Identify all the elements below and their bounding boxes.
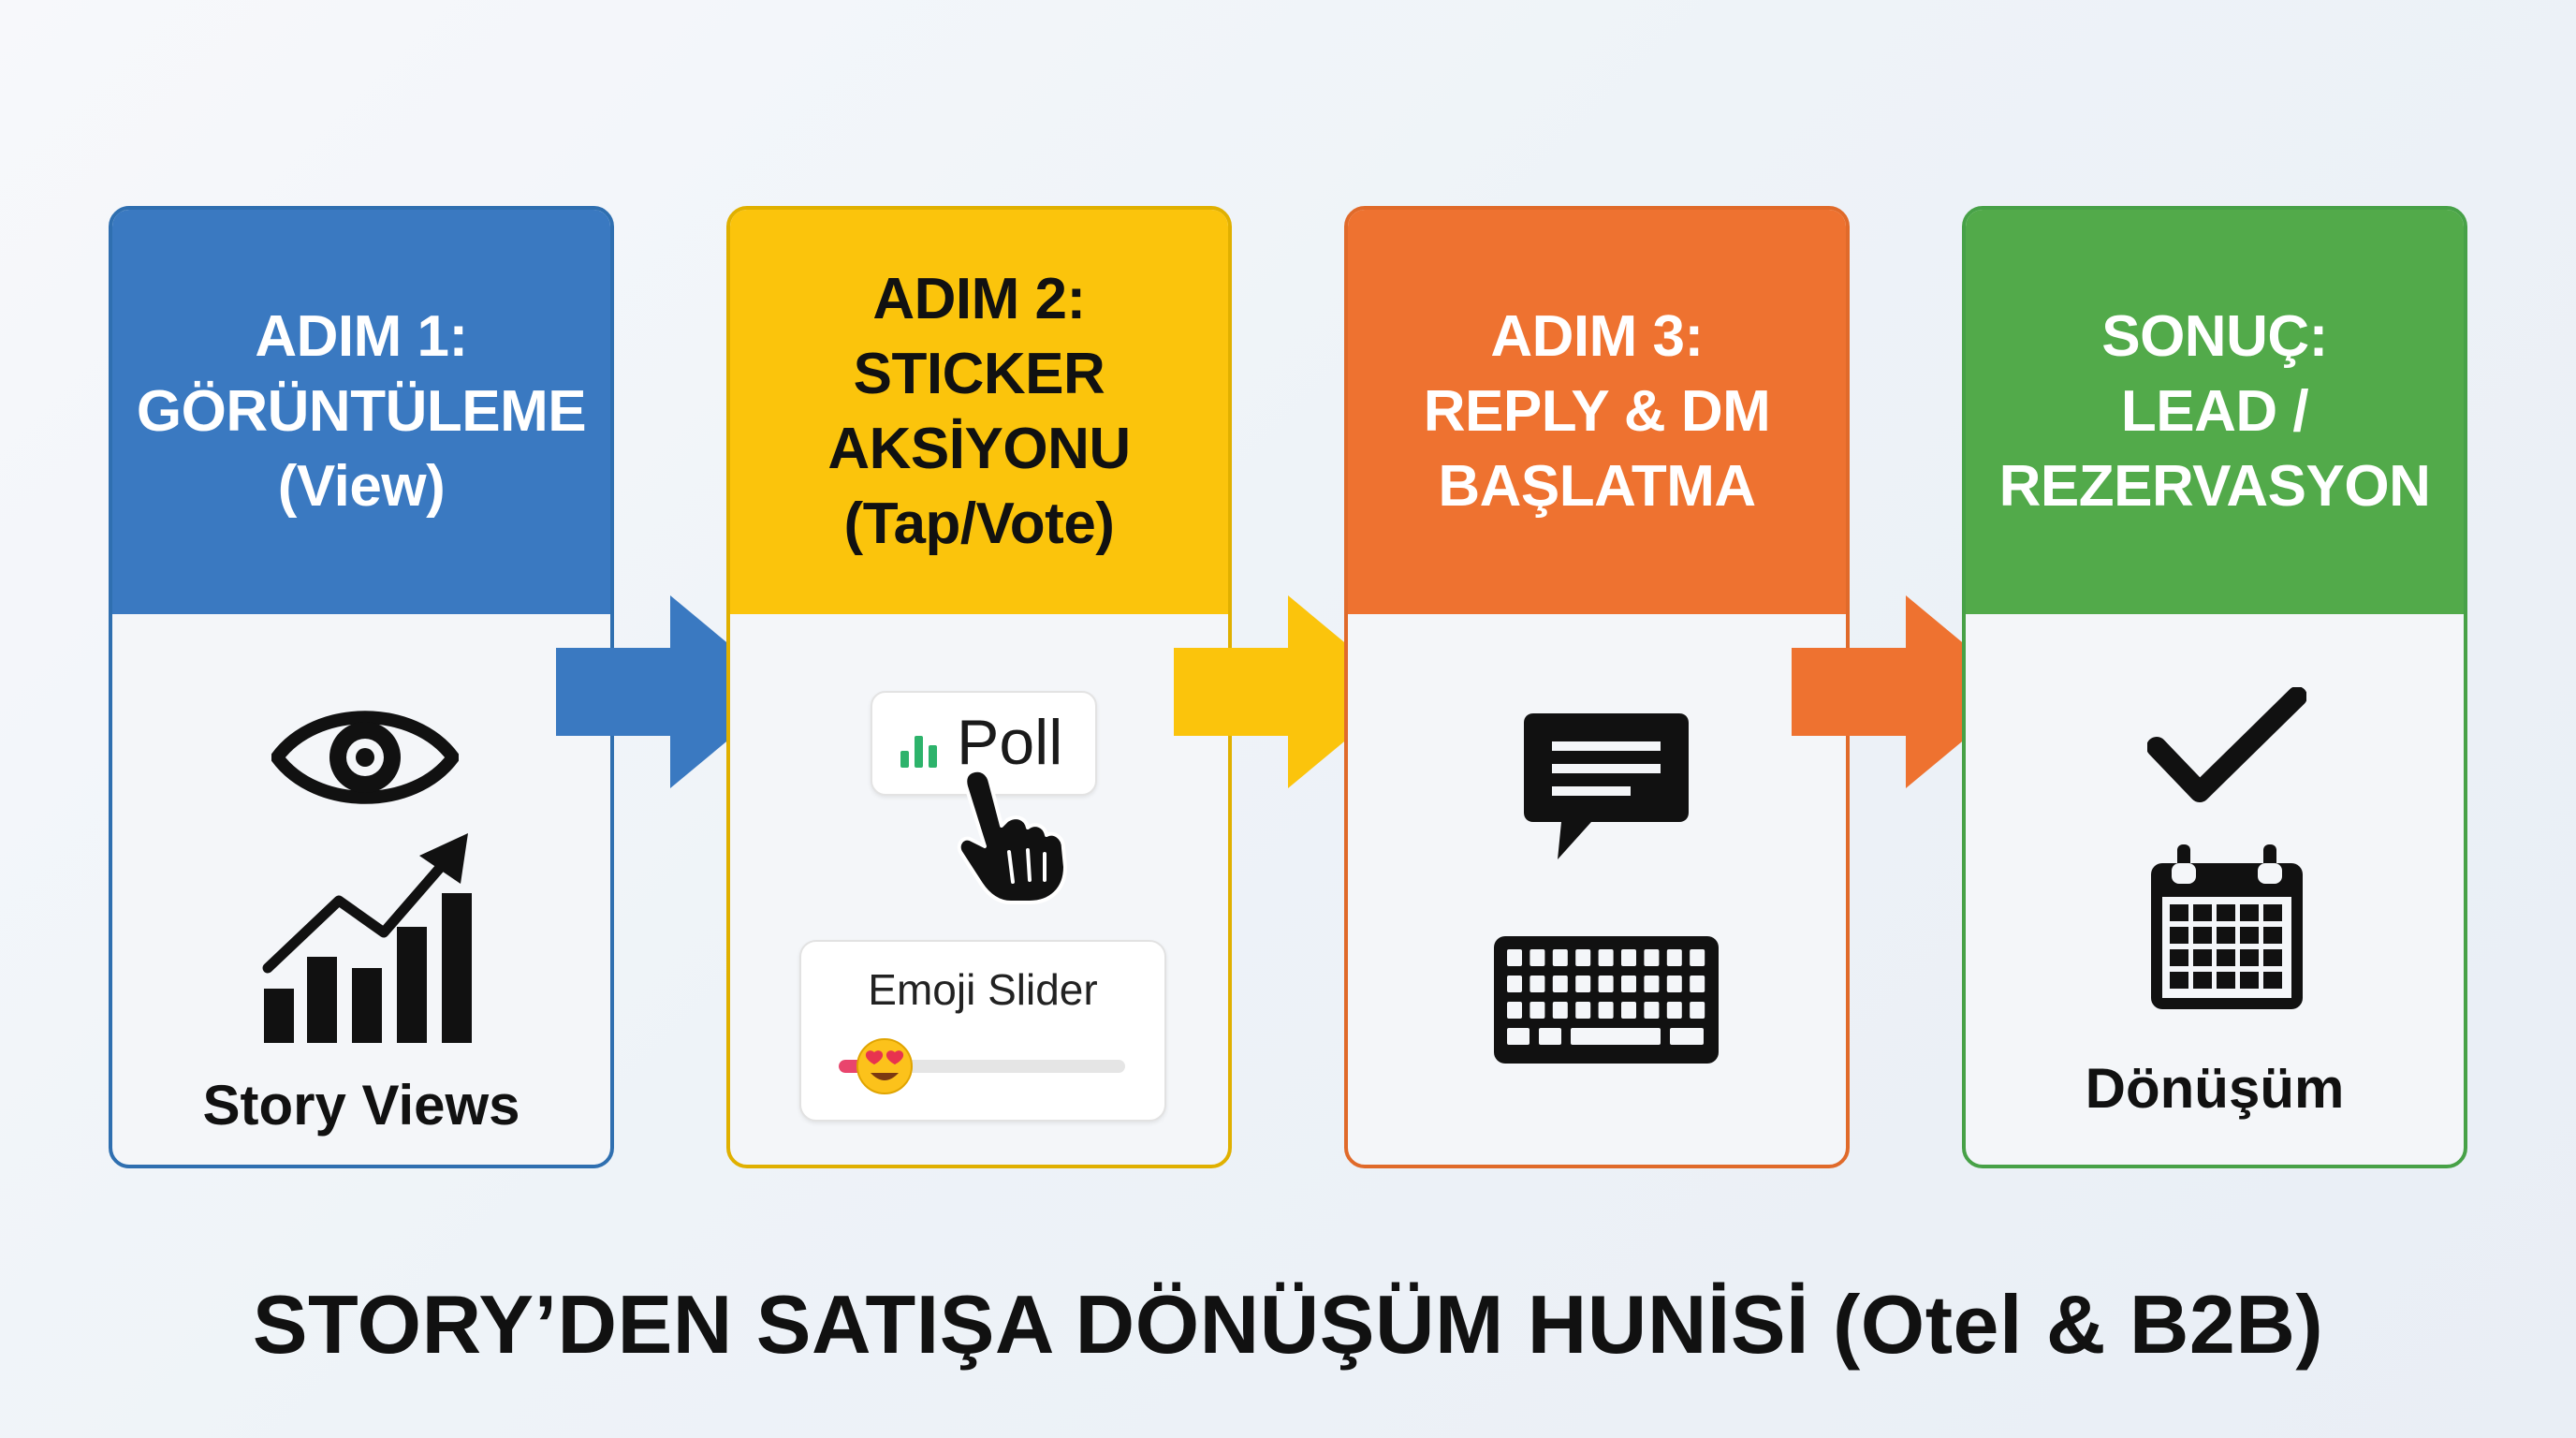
keyboard-key [1621, 949, 1636, 966]
keyboard-key [1530, 976, 1545, 992]
step-2-line-2: STICKER [853, 342, 1105, 406]
step-1-line-2: GÖRÜNTÜLEME [136, 379, 587, 444]
step-2-line-4: (Tap/Vote) [843, 492, 1115, 556]
result-body: Dönüşüm [1966, 614, 2464, 1165]
calendar-day-cell [2170, 927, 2188, 944]
calendar-day-cell [2263, 972, 2282, 989]
flow-arrow-3 [1792, 595, 2022, 788]
keyboard-key [1530, 949, 1545, 966]
keyboard-key [1507, 949, 1522, 966]
step-1-header: ADIM 1: GÖRÜNTÜLEME (View) [112, 210, 610, 614]
keyboard-key [1690, 1002, 1705, 1019]
result-card: SONUÇ: LEAD / REZERVASYON Dönüşüm [1962, 206, 2467, 1168]
flow-arrow-1 [556, 595, 786, 788]
calendar-icon [2151, 844, 2303, 1009]
keyboard-key [1575, 949, 1591, 966]
keyboard-key [1644, 976, 1660, 992]
step-3-body [1348, 614, 1846, 1165]
step-3-header: ADIM 3: REPLY & DM BAŞLATMA [1348, 210, 1846, 614]
calendar-day-cell [2263, 949, 2282, 966]
step-2-body: Poll Emoji Slider [730, 614, 1228, 1165]
keyboard-key [1539, 1028, 1561, 1045]
calendar-day-cell [2193, 904, 2212, 921]
keyboard-key [1690, 976, 1705, 992]
step-3-line-2: REPLY & DM [1423, 379, 1771, 444]
keyboard-key [1621, 976, 1636, 992]
result-line-3: REZERVASYON [1998, 454, 2431, 519]
result-header: SONUÇ: LEAD / REZERVASYON [1966, 210, 2464, 614]
calendar-day-cell [2263, 904, 2282, 921]
keyboard-key [1571, 1028, 1661, 1045]
keyboard-key [1575, 1002, 1591, 1019]
conversion-label: Dönüşüm [2085, 1057, 2345, 1120]
page-title: STORY’DEN SATIŞA DÖNÜŞÜM HUNİSİ (Otel & … [252, 1278, 2324, 1371]
keyboard-key [1530, 1002, 1545, 1019]
story-views-label: Story Views [202, 1074, 520, 1137]
bar-chart-icon [900, 736, 937, 768]
calendar-day-cell [2193, 972, 2212, 989]
step-1-line-1: ADIM 1: [255, 304, 468, 369]
keyboard-key [1666, 1002, 1682, 1019]
step-2-line-1: ADIM 2: [872, 267, 1086, 331]
step-3-line-3: BAŞLATMA [1438, 454, 1756, 519]
growth-chart-icon [262, 833, 472, 1043]
result-line-1: SONUÇ: [2101, 304, 2328, 369]
keyboard-key [1507, 976, 1522, 992]
keyboard-key [1690, 949, 1705, 966]
calendar-day-cell [2240, 972, 2259, 989]
calendar-day-cell [2170, 904, 2188, 921]
heart-eyes-emoji-icon[interactable] [856, 1037, 914, 1095]
keyboard-icon [1494, 936, 1719, 1064]
step-1-card: ADIM 1: GÖRÜNTÜLEME (View) Story Views [109, 206, 614, 1168]
keyboard-key [1644, 949, 1660, 966]
calendar-day-cell [2240, 949, 2259, 966]
checkmark-icon [2147, 687, 2306, 802]
poll-label: Poll [957, 707, 1063, 778]
calendar-day-cell [2217, 972, 2235, 989]
emoji-slider-sticker[interactable]: Emoji Slider [799, 940, 1166, 1122]
result-line-2: LEAD / [2120, 379, 2309, 444]
keyboard-key [1507, 1028, 1530, 1045]
calendar-day-cell [2240, 904, 2259, 921]
pointing-hand-icon [957, 768, 1067, 904]
keyboard-key [1644, 1002, 1660, 1019]
chat-bubble-icon [1524, 713, 1689, 859]
step-3-line-1: ADIM 3: [1490, 304, 1704, 369]
keyboard-key [1552, 976, 1568, 992]
step-1-body: Story Views [112, 614, 610, 1165]
step-2-card: ADIM 2: STICKER AKSİYONU (Tap/Vote) Poll… [726, 206, 1232, 1168]
eye-icon [271, 711, 459, 804]
step-1-line-3: (View) [277, 454, 446, 519]
emoji-slider-label: Emoji Slider [868, 965, 1098, 1014]
flow-arrow-2 [1174, 595, 1404, 788]
keyboard-key [1666, 976, 1682, 992]
keyboard-key [1670, 1028, 1704, 1045]
keyboard-key [1598, 976, 1614, 992]
calendar-day-cell [2217, 927, 2235, 944]
keyboard-key [1598, 1002, 1614, 1019]
step-3-card: ADIM 3: REPLY & DM BAŞLATMA [1344, 206, 1850, 1168]
calendar-day-cell [2263, 927, 2282, 944]
calendar-day-cell [2240, 927, 2259, 944]
calendar-day-cell [2217, 949, 2235, 966]
keyboard-key [1552, 949, 1568, 966]
keyboard-key [1598, 949, 1614, 966]
keyboard-key [1552, 1002, 1568, 1019]
calendar-day-cell [2193, 949, 2212, 966]
calendar-day-cell [2170, 949, 2188, 966]
keyboard-key [1575, 976, 1591, 992]
calendar-day-cell [2170, 972, 2188, 989]
calendar-day-cell [2193, 927, 2212, 944]
keyboard-key [1621, 1002, 1636, 1019]
step-2-line-3: AKSİYONU [827, 417, 1131, 481]
keyboard-key [1507, 1002, 1522, 1019]
calendar-day-cell [2217, 904, 2235, 921]
step-2-header: ADIM 2: STICKER AKSİYONU (Tap/Vote) [730, 210, 1228, 614]
keyboard-key [1666, 949, 1682, 966]
